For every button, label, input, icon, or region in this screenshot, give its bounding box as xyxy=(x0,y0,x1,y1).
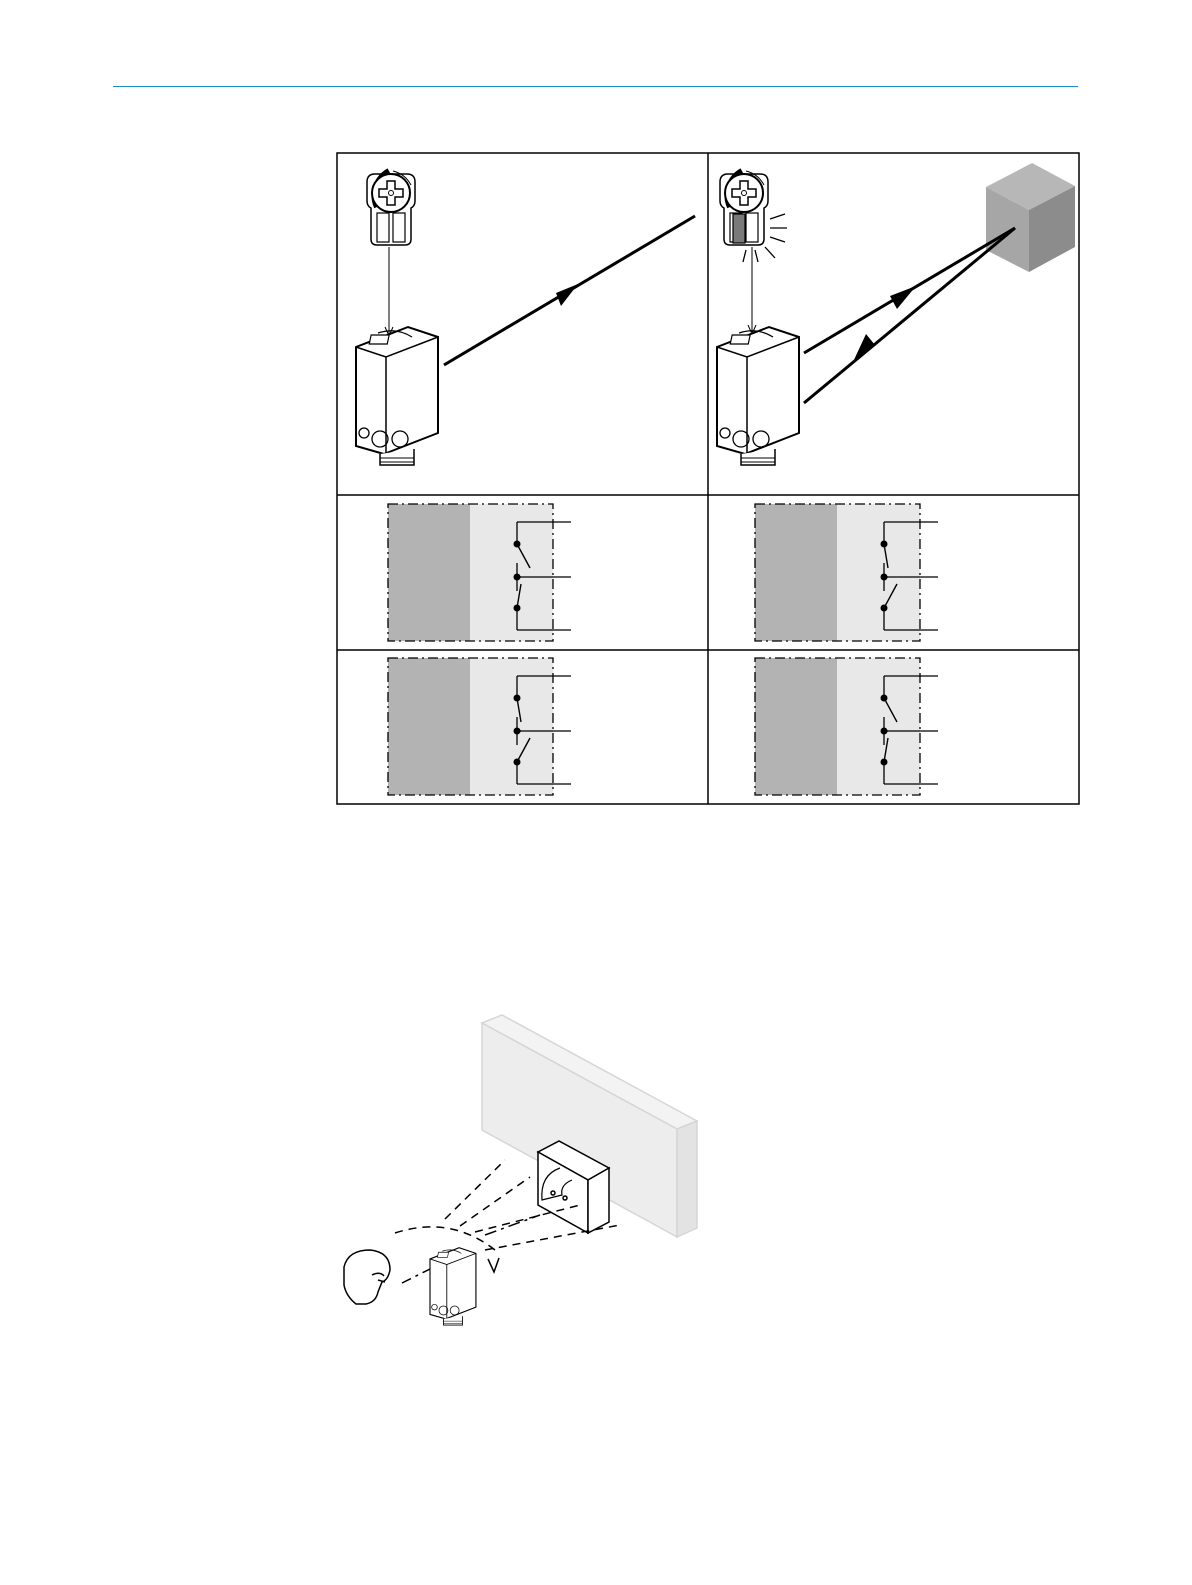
panel-object-present xyxy=(717,163,1075,465)
beam-arrow xyxy=(556,284,578,306)
light-beam-reflected xyxy=(804,228,1015,403)
target-object-icon xyxy=(986,163,1075,272)
panel-no-object xyxy=(356,171,695,465)
photoelectric-sensor-icon xyxy=(356,327,438,465)
switching-logic-block xyxy=(388,504,571,641)
adjustment-potentiometer-icon xyxy=(367,171,415,245)
photoelectric-sensor-icon xyxy=(430,1248,476,1325)
switching-logic-block xyxy=(755,504,938,641)
eye-icon xyxy=(344,1250,390,1304)
line-of-sight xyxy=(402,1268,432,1283)
indicator-led-icon xyxy=(733,214,745,243)
switching-logic-block xyxy=(388,658,571,795)
switching-logic-block xyxy=(755,658,938,795)
installation-figure xyxy=(344,1015,697,1325)
photoelectric-sensor-icon xyxy=(717,327,799,465)
